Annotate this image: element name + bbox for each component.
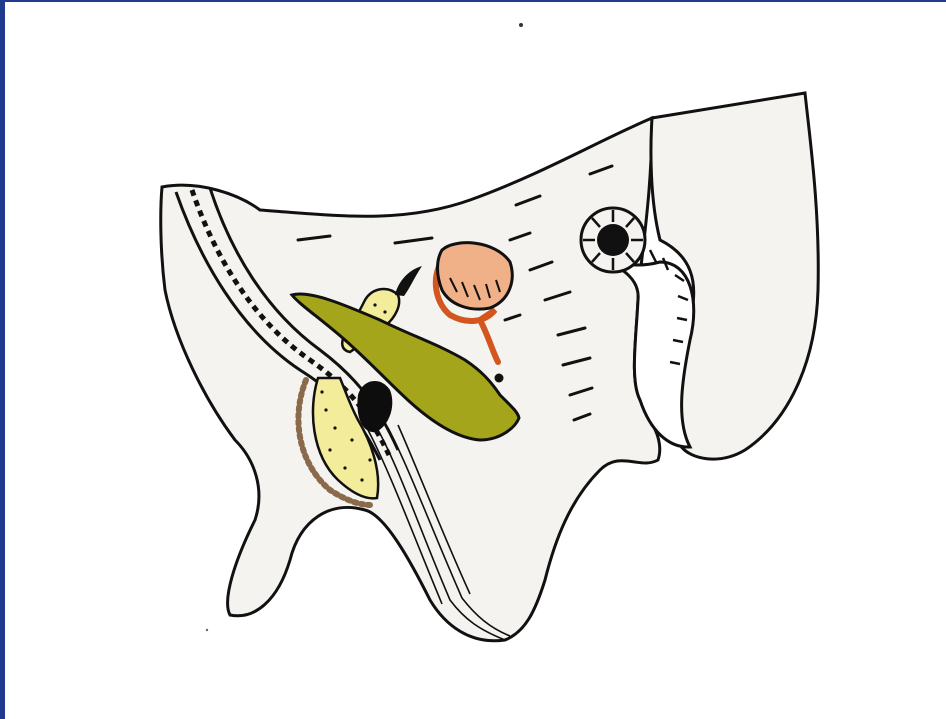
stray-dot bbox=[206, 629, 208, 631]
small-black-dot bbox=[495, 374, 504, 383]
peach-organ bbox=[438, 243, 513, 309]
ring-lumen-inner bbox=[597, 224, 629, 256]
stray-dot bbox=[519, 23, 523, 27]
